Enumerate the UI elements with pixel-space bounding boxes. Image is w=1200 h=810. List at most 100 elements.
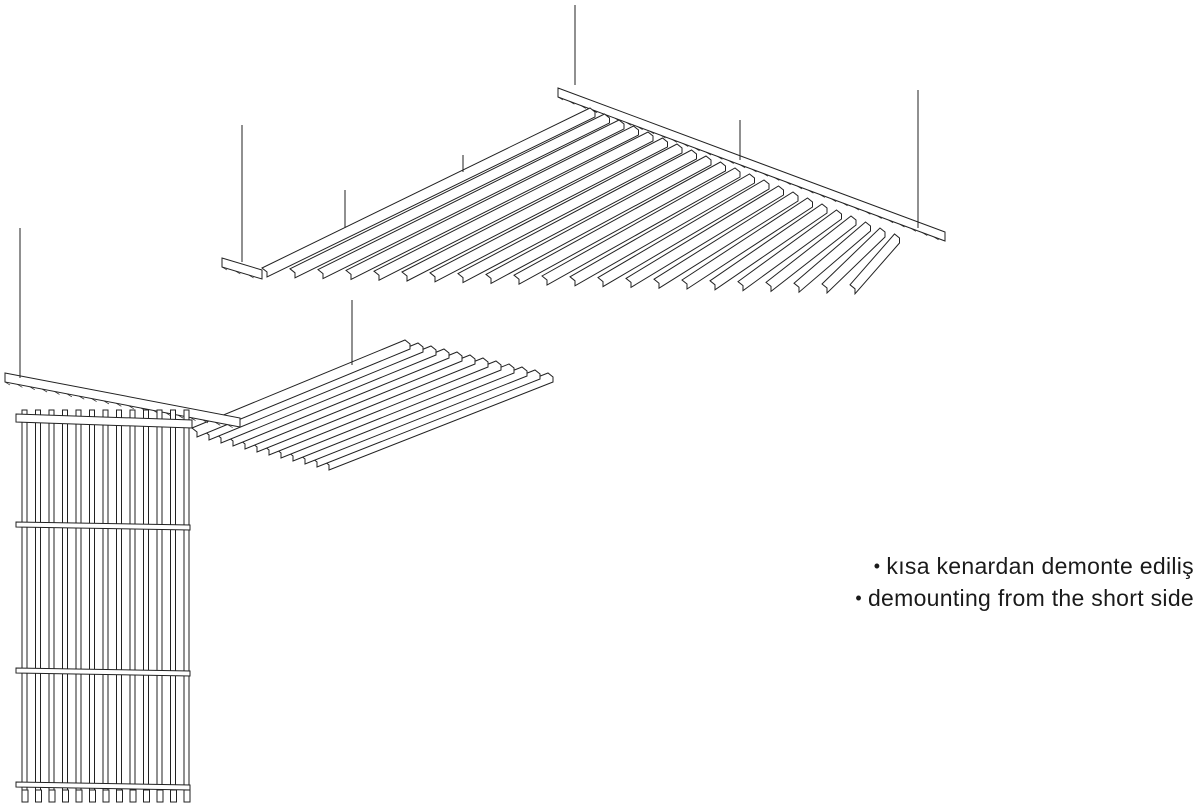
rail-tooth	[739, 164, 746, 169]
rail-tooth	[190, 417, 196, 421]
ceiling-slat	[191, 339, 411, 438]
ceiling-slat	[323, 372, 554, 471]
rail-tooth	[717, 155, 723, 160]
ceiling-slat	[227, 348, 450, 447]
rail-tooth	[705, 151, 712, 156]
hanging-slat	[21, 409, 28, 791]
rail-tooth	[648, 130, 655, 135]
slat-clip	[89, 789, 96, 803]
ceiling-slat	[849, 233, 900, 296]
middle-ceiling-panel	[191, 339, 554, 471]
caption-english: •demounting from the short side	[855, 585, 1194, 612]
ceiling-slat	[215, 345, 437, 444]
ceiling-slat	[311, 369, 541, 468]
rail-tooth	[785, 181, 791, 186]
rail-tooth	[910, 227, 917, 232]
rail-tooth	[683, 143, 689, 147]
rail-tooth	[235, 270, 241, 275]
slat-clip	[21, 789, 29, 803]
hanging-slat	[75, 409, 82, 791]
ceiling-slat	[625, 185, 784, 289]
hanging-slat	[35, 409, 41, 791]
back-carrier-rail	[557, 87, 946, 242]
upper-ceiling-panel	[221, 87, 946, 296]
slat-clip	[116, 789, 123, 803]
caption-english-text: demounting from the short side	[867, 585, 1194, 611]
rail-tooth	[876, 215, 882, 219]
ceiling-slat	[345, 125, 639, 281]
ceiling-slat	[541, 167, 741, 286]
rail-tooth	[29, 386, 35, 391]
left-carrier-rail	[4, 372, 241, 428]
ceiling-slat	[317, 119, 625, 280]
rail-tooth	[41, 388, 48, 393]
rail-tooth	[227, 424, 233, 428]
hanging-slat	[156, 409, 163, 791]
ceiling-slat	[569, 173, 755, 287]
hanging-slat	[89, 409, 95, 791]
cross-bar	[15, 781, 191, 791]
rail-tooth	[899, 223, 905, 228]
rail-tooth	[116, 403, 122, 407]
rail-tooth	[922, 232, 928, 236]
rail-tooth	[79, 395, 85, 400]
rail-tooth	[808, 189, 814, 194]
slat-clip	[183, 789, 191, 803]
ceiling-slat	[275, 360, 502, 459]
rail-tooth	[728, 160, 734, 164]
rail-tooth	[202, 419, 209, 424]
ceiling-slat	[239, 351, 463, 450]
caption-turkish-text: kısa kenardan demonte ediliş	[886, 553, 1194, 579]
bullet-icon: •	[873, 556, 881, 576]
rail-tooth	[91, 398, 97, 402]
rail-tooth	[933, 236, 939, 241]
slat-clip	[62, 789, 69, 803]
top-cross-bar	[15, 413, 193, 429]
rail-tooth	[637, 126, 643, 130]
ceiling-slat	[485, 155, 712, 285]
rail-tooth	[177, 414, 184, 419]
rail-tooth	[751, 168, 757, 173]
bullet-icon: •	[855, 588, 862, 608]
ceiling-slat	[287, 363, 515, 462]
ceiling-slat	[765, 215, 857, 293]
rail-tooth	[842, 202, 848, 207]
rail-tooth	[660, 134, 666, 139]
slat-clip	[143, 789, 150, 803]
ceiling-slat	[737, 209, 842, 292]
rail-tooth	[248, 274, 254, 279]
rail-tooth	[865, 211, 871, 215]
slat-clip	[156, 789, 164, 803]
rail-tooth	[580, 105, 586, 109]
cross-bar	[15, 521, 191, 531]
rail-tooth	[762, 172, 769, 177]
ceiling-slat	[709, 203, 828, 291]
rail-tooth	[165, 412, 171, 417]
ceiling-slat	[653, 191, 799, 290]
ceiling-slat	[401, 137, 668, 282]
ceiling-slat	[821, 227, 886, 295]
ceiling-slat	[299, 366, 528, 465]
ceiling-slat	[203, 342, 424, 441]
ceiling-slat	[793, 221, 871, 294]
hanging-slat	[129, 409, 136, 791]
hanging-slat	[170, 409, 176, 791]
rail-tooth	[671, 139, 678, 143]
rail-tooth	[694, 147, 700, 152]
ceiling-slat	[429, 143, 683, 283]
rail-tooth	[221, 266, 228, 271]
ceiling-slat	[681, 197, 813, 290]
suspension-wires	[19, 5, 919, 378]
slat-clip	[170, 789, 177, 803]
rail-tooth	[128, 405, 134, 409]
ceiling-slat	[373, 131, 654, 282]
hanging-demounted-panel	[4, 372, 241, 803]
rail-tooth	[17, 384, 23, 388]
ceiling-slat	[457, 149, 697, 284]
rail-tooth	[626, 122, 632, 126]
slat-clip	[35, 789, 42, 803]
slat-clip	[75, 789, 83, 803]
ceiling-slat	[513, 161, 726, 286]
rail-tooth	[569, 100, 575, 105]
